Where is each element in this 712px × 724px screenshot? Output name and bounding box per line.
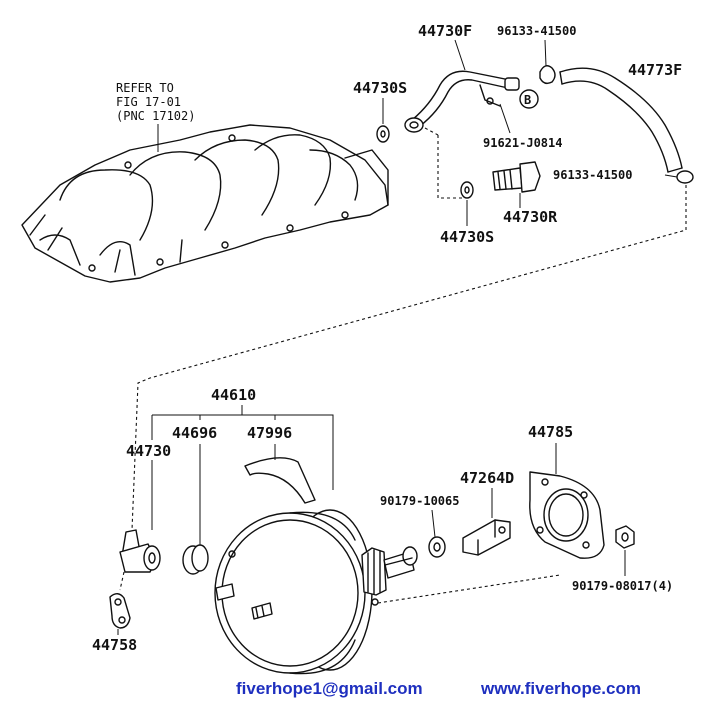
grommet-44696 [182,444,209,575]
label-47264D: 47264D [460,469,514,487]
marker-b: B [524,93,531,107]
gasket-47996 [244,444,316,504]
label-44730F: 44730F [418,22,472,40]
label-90179-10065: 90179-10065 [380,494,459,508]
brake-booster [214,509,418,675]
label-44773F: 44773F [628,61,682,79]
vacuum-pipe-44730F: 44730F [404,22,520,133]
footer-website: www.fiverhope.com [480,679,641,698]
label-44730R: 44730R [503,208,558,226]
gasket-plate-44785: 44785 [528,423,605,559]
ref-line-1: REFER TO [116,81,174,95]
label-96133-41500-top: 96133-41500 [497,24,576,38]
label-47996: 47996 [247,424,292,442]
refer-to-note: REFER TO FIG 17-01 (PNC 17102) [116,81,195,152]
union-bolt-44730R: 44730R [492,161,558,226]
hose-clip-mid: 96133-41500 [553,168,694,184]
clamp-44758: 44758 [92,571,137,654]
label-44730S-mid: 44730S [440,228,494,246]
label-44610: 44610 [211,386,256,404]
label-91621-J0814: 91621-J0814 [483,136,562,150]
vacuum-hose-44773F: 44773F [559,61,683,173]
label-44785: 44785 [528,423,573,441]
clevis-47264D: 47264D [460,469,514,556]
washer-44730S-mid: 44730S [440,181,494,246]
label-90179-08017: 90179-08017(4) [572,579,673,593]
footer-email: fiverhope1@gmail.com [236,679,423,698]
intake-manifold [21,124,389,283]
nut-90179-08017: 90179-08017(4) [572,525,673,593]
ref-line-3: (PNC 17102) [116,109,195,123]
bolt-91621-J0814: B 91621-J0814 [483,89,562,150]
label-96133-41500-mid: 96133-41500 [553,168,632,182]
label-44730S-top: 44730S [353,79,407,97]
ref-line-2: FIG 17-01 [116,95,181,109]
label-44730: 44730 [126,442,171,460]
label-44758: 44758 [92,636,137,654]
label-44696: 44696 [172,424,217,442]
group-44610: 44610 44696 47996 44730 [126,386,334,490]
nut-90179-10065: 90179-10065 [380,494,459,558]
hose-clip-top: 96133-41500 [497,24,576,85]
washer-44730S-top: 44730S [353,79,407,143]
check-valve-44730 [119,460,161,573]
